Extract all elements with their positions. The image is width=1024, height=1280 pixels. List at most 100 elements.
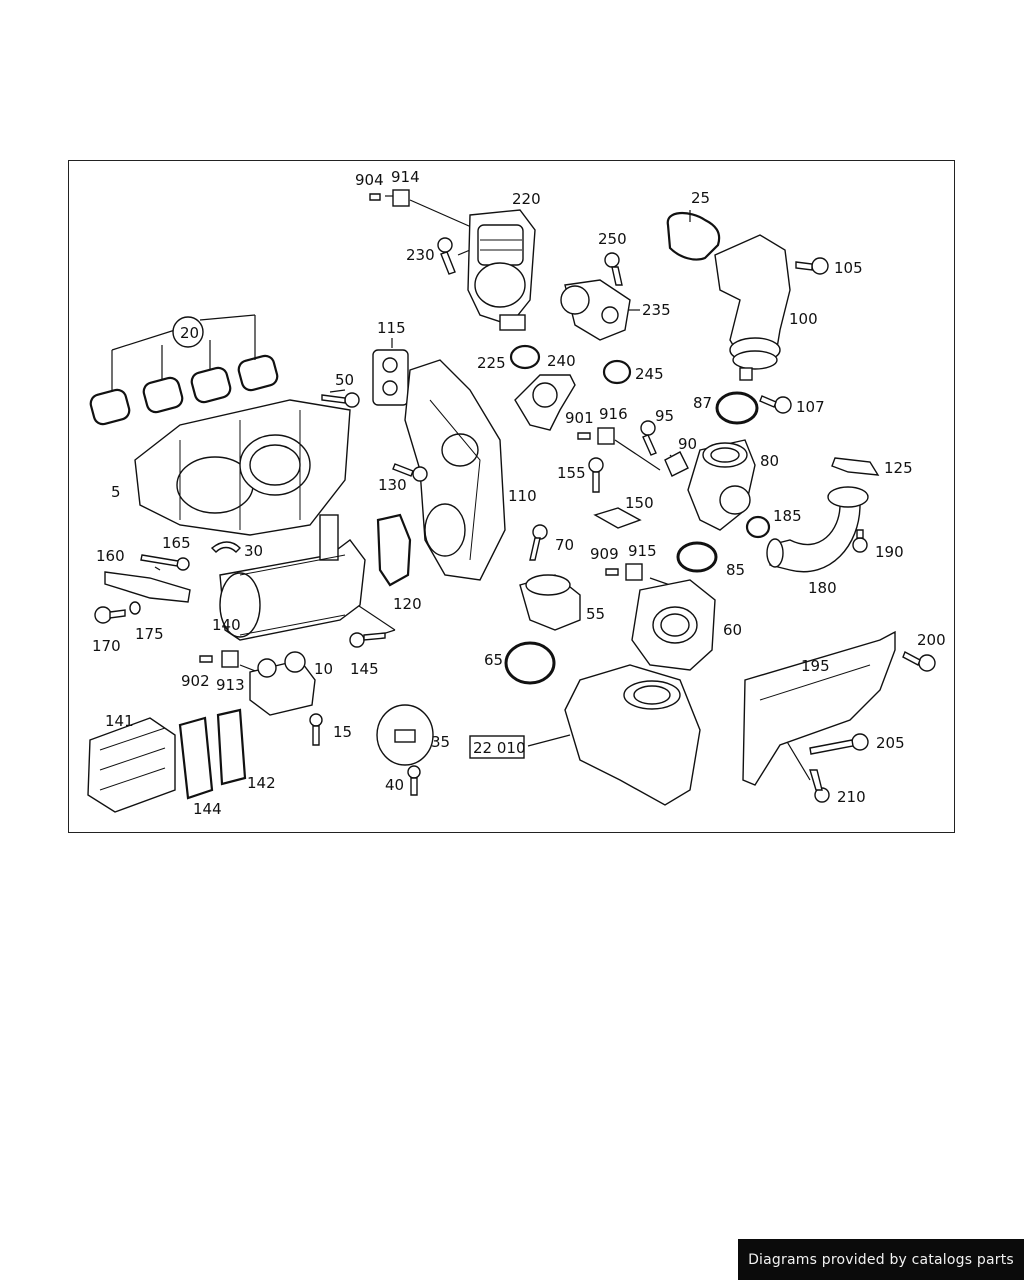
bolt-190 — [852, 529, 868, 553]
gasket-144 — [178, 716, 214, 800]
callout-110: 110 — [508, 487, 537, 505]
pipe-180 — [766, 486, 869, 573]
callout-190: 190 — [875, 543, 904, 561]
callout-60: 60 — [723, 621, 742, 639]
callout-65: 65 — [484, 651, 503, 669]
callout-22010: 22 010 — [473, 739, 526, 757]
bolt-95 — [640, 420, 657, 456]
callout-175: 175 — [135, 625, 164, 643]
part-35-cap — [376, 704, 434, 766]
callout-140: 140 — [212, 616, 241, 634]
part-60-throttle-body — [631, 579, 716, 671]
callout-40: 40 — [385, 776, 404, 794]
bolt-130 — [392, 463, 428, 482]
callout-250: 250 — [598, 230, 627, 248]
ring-185 — [745, 515, 771, 539]
callout-909: 909 — [590, 545, 619, 563]
sensor-915 — [605, 563, 643, 581]
callout-235: 235 — [642, 301, 671, 319]
sensor-914 — [369, 189, 410, 207]
callout-107: 107 — [796, 398, 825, 416]
callout-85: 85 — [726, 561, 745, 579]
callout-180: 180 — [808, 579, 837, 597]
callout-141: 141 — [105, 712, 134, 730]
callout-142: 142 — [247, 774, 276, 792]
gasket-125 — [831, 457, 880, 476]
callout-50: 50 — [335, 371, 354, 389]
callout-901: 901 — [565, 409, 594, 427]
part-55-adapter — [519, 574, 581, 631]
callout-914: 914 — [391, 168, 420, 186]
callout-95: 95 — [655, 407, 674, 425]
gaskets-20 — [89, 354, 279, 426]
credit-banner: Diagrams provided by catalogs parts — [738, 1239, 1024, 1280]
callout-220: 220 — [512, 190, 541, 208]
gasket-115 — [372, 349, 409, 406]
callout-170: 170 — [92, 637, 121, 655]
callout-20: 20 — [180, 324, 199, 342]
washer-175 — [129, 601, 141, 615]
part-140-cooler — [219, 514, 366, 641]
callout-150: 150 — [625, 494, 654, 512]
callout-230: 230 — [406, 246, 435, 264]
callout-245: 245 — [635, 365, 664, 383]
callout-195: 195 — [801, 657, 830, 675]
callout-15: 15 — [333, 723, 352, 741]
sensor-913 — [199, 650, 239, 668]
callout-30: 30 — [244, 542, 263, 560]
callout-100: 100 — [789, 310, 818, 328]
ring-85 — [676, 541, 718, 573]
callout-185: 185 — [773, 507, 802, 525]
bracket-160 — [104, 571, 191, 603]
callout-box-22010 — [469, 735, 525, 759]
bolt-155 — [588, 457, 604, 493]
part-141-cover — [87, 717, 176, 813]
callout-120: 120 — [393, 595, 422, 613]
callout-225: 225 — [477, 354, 506, 372]
bolt-170 — [94, 606, 126, 624]
bolt-107 — [759, 395, 792, 414]
callout-200: 200 — [917, 631, 946, 649]
bolt-70 — [529, 524, 548, 561]
part-100-elbow — [714, 234, 791, 381]
callout-80: 80 — [760, 452, 779, 470]
callout-210: 210 — [837, 788, 866, 806]
gasket-142 — [216, 708, 247, 786]
bolt-105 — [795, 257, 829, 275]
callout-90: 90 — [678, 435, 697, 453]
callout-145: 145 — [350, 660, 379, 678]
sensor-916 — [577, 427, 615, 445]
callout-155: 155 — [557, 464, 586, 482]
callout-913: 913 — [216, 676, 245, 694]
callout-125: 125 — [884, 459, 913, 477]
part-235-valve — [560, 279, 631, 341]
callout-5: 5 — [111, 483, 121, 501]
callout-87: 87 — [693, 394, 712, 412]
callout-144: 144 — [193, 800, 222, 818]
part-10-valve — [249, 651, 316, 716]
part-220-actuator — [467, 209, 536, 331]
callout-55: 55 — [586, 605, 605, 623]
part-5-manifold — [134, 399, 351, 536]
bolt-165 — [140, 554, 190, 571]
callout-25: 25 — [691, 189, 710, 207]
ring-245 — [602, 359, 632, 385]
callout-916: 916 — [599, 405, 628, 423]
callout-902: 902 — [181, 672, 210, 690]
callout-160: 160 — [96, 547, 125, 565]
callout-130: 130 — [378, 476, 407, 494]
callout-labels: 904 914 220 230 25 250 235 105 100 20 11… — [92, 168, 946, 818]
bolt-205 — [809, 733, 869, 755]
part-22010-shield — [564, 664, 701, 806]
bolt-15 — [309, 713, 323, 746]
gasket-120 — [376, 513, 412, 587]
callout-165: 165 — [162, 534, 191, 552]
part-80-throttle — [687, 439, 756, 531]
callout-205: 205 — [876, 734, 905, 752]
bolt-145 — [349, 632, 386, 648]
callout-105: 105 — [834, 259, 863, 277]
bolt-210 — [809, 769, 830, 803]
callout-240: 240 — [547, 352, 576, 370]
callout-70: 70 — [555, 536, 574, 554]
